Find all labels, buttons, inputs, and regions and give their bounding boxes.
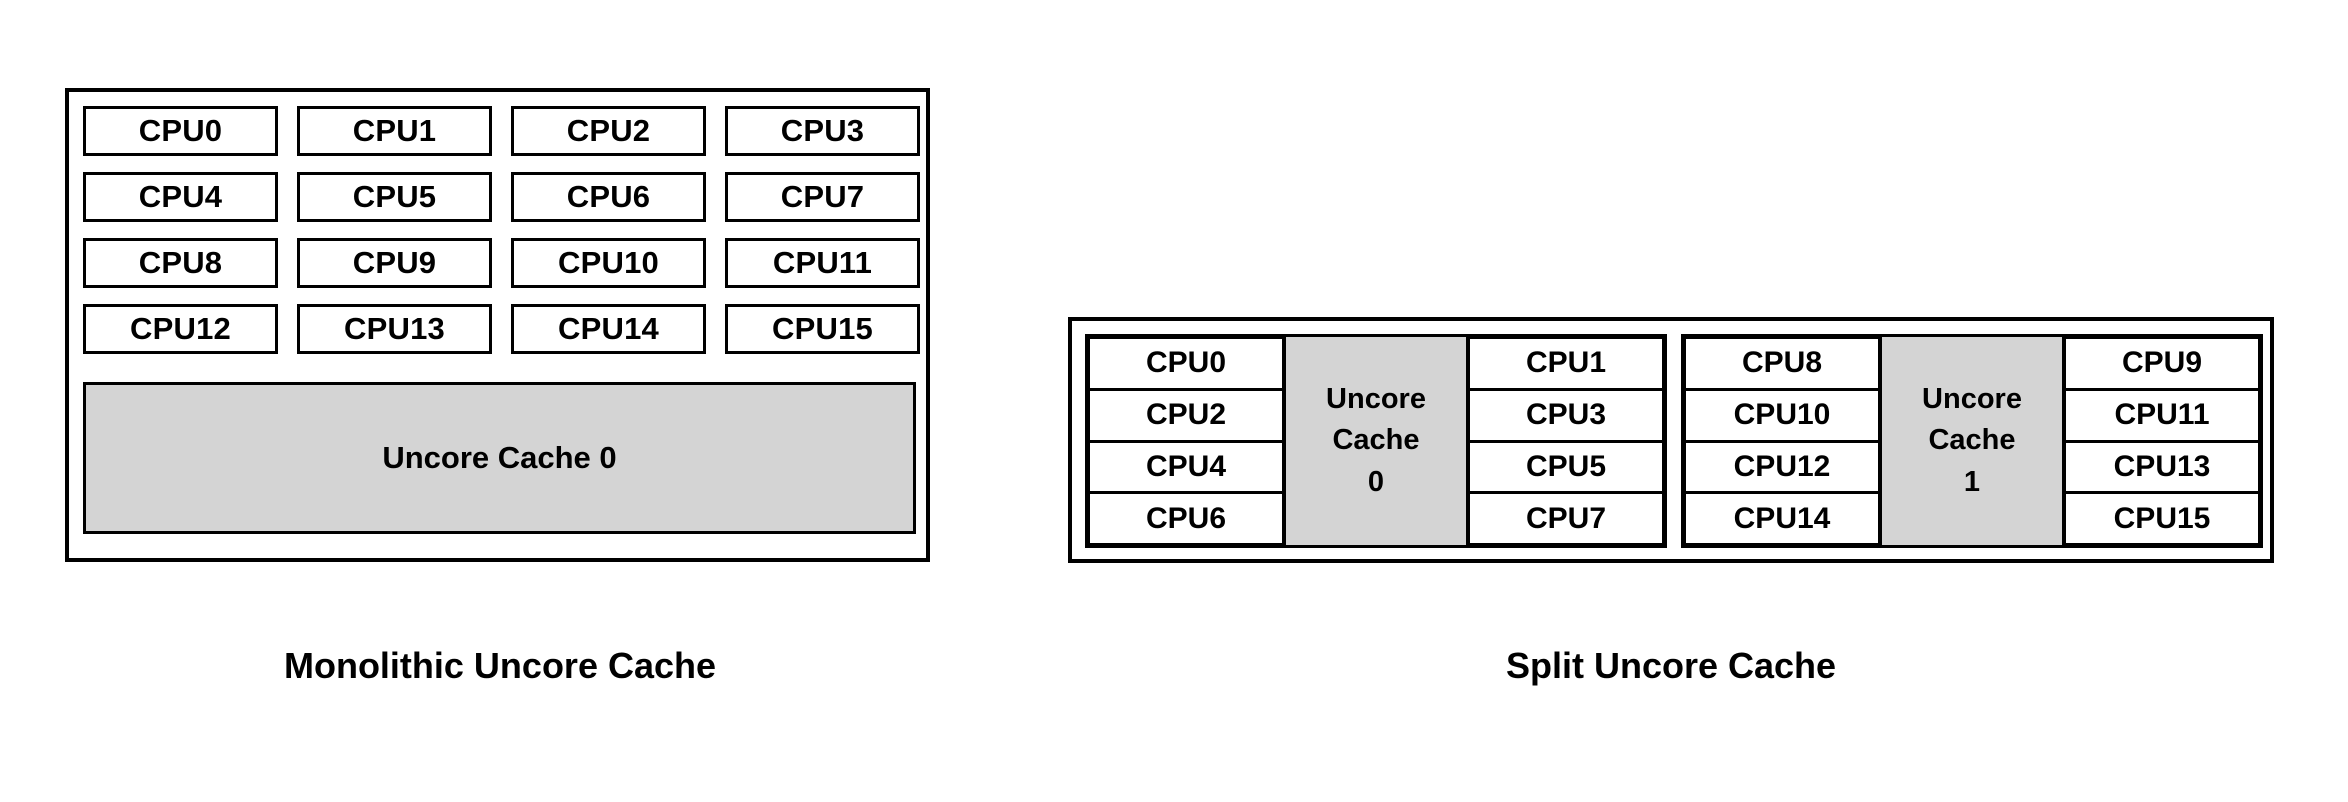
- monolithic-panel: CPU0 CPU1 CPU2 CPU3 CPU4 CPU5 CPU6 CPU7 …: [65, 88, 930, 562]
- cpu-box: CPU8: [1684, 337, 1880, 390]
- cpu-box: CPU13: [2064, 440, 2260, 494]
- cache-label-line: Uncore: [1326, 383, 1426, 416]
- split-caption: Split Uncore Cache: [1505, 645, 1837, 686]
- cpu-box: CPU0: [83, 106, 278, 156]
- cpu-box: CPU12: [83, 304, 278, 354]
- cpu-box: CPU3: [725, 106, 920, 156]
- monolithic-cpu-grid: CPU0 CPU1 CPU2 CPU3 CPU4 CPU5 CPU6 CPU7 …: [83, 106, 920, 354]
- cpu-box: CPU14: [1684, 492, 1880, 545]
- uncore-cache-block: Uncore Cache 0: [1284, 337, 1468, 545]
- cpu-box: CPU1: [1468, 337, 1664, 390]
- cpu-box: CPU11: [725, 238, 920, 288]
- cpu-box: CPU9: [297, 238, 492, 288]
- uncore-cache-block: Uncore Cache 1: [1880, 337, 2064, 545]
- cpu-box: CPU0: [1088, 337, 1284, 390]
- cpu-box: CPU15: [2064, 492, 2260, 545]
- cpu-box: CPU10: [511, 238, 706, 288]
- cpu-box: CPU4: [83, 172, 278, 222]
- cpu-box: CPU5: [297, 172, 492, 222]
- uncore-cache-block: Uncore Cache 0: [83, 382, 916, 534]
- cpu-box: CPU10: [1684, 388, 1880, 442]
- cache-label-line: Cache: [1928, 424, 2016, 457]
- split-group: CPU0 CPU2 CPU4 CPU6 Uncore Cache 0 CPU1 …: [1085, 334, 1667, 548]
- cpu-box: CPU2: [1088, 388, 1284, 442]
- cpu-box: CPU5: [1468, 440, 1664, 494]
- cpu-box: CPU7: [1468, 492, 1664, 545]
- cpu-column-left: CPU0 CPU2 CPU4 CPU6: [1088, 337, 1284, 545]
- split-group-container: CPU0 CPU2 CPU4 CPU6 Uncore Cache 0 CPU1 …: [1085, 334, 2263, 548]
- cpu-box: CPU7: [725, 172, 920, 222]
- cpu-column-right: CPU1 CPU3 CPU5 CPU7: [1468, 337, 1664, 545]
- cpu-box: CPU2: [511, 106, 706, 156]
- split-panel: CPU0 CPU2 CPU4 CPU6 Uncore Cache 0 CPU1 …: [1068, 317, 2274, 563]
- cpu-box: CPU11: [2064, 388, 2260, 442]
- cpu-box: CPU6: [1088, 492, 1284, 545]
- cache-label-line: Cache: [1332, 424, 1420, 457]
- cpu-box: CPU14: [511, 304, 706, 354]
- cache-label-line: 0: [1367, 465, 1385, 498]
- cpu-box: CPU3: [1468, 388, 1664, 442]
- cpu-box: CPU8: [83, 238, 278, 288]
- cpu-box: CPU15: [725, 304, 920, 354]
- split-group: CPU8 CPU10 CPU12 CPU14 Uncore Cache 1 CP…: [1681, 334, 2263, 548]
- cpu-box: CPU9: [2064, 337, 2260, 390]
- cpu-box: CPU4: [1088, 440, 1284, 494]
- cpu-box: CPU12: [1684, 440, 1880, 494]
- monolithic-caption: Monolithic Uncore Cache: [283, 645, 717, 686]
- cpu-box: CPU6: [511, 172, 706, 222]
- cpu-column-left: CPU8 CPU10 CPU12 CPU14: [1684, 337, 1880, 545]
- cache-label-line: Uncore: [1922, 383, 2022, 416]
- cpu-box: CPU1: [297, 106, 492, 156]
- cpu-box: CPU13: [297, 304, 492, 354]
- cache-label-line: 1: [1963, 465, 1981, 498]
- cpu-column-right: CPU9 CPU11 CPU13 CPU15: [2064, 337, 2260, 545]
